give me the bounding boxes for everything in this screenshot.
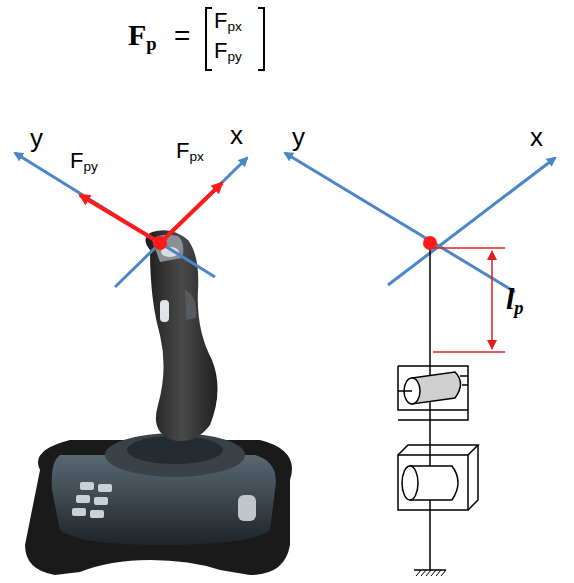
equals-sign: = — [174, 22, 190, 50]
axis-label: x — [230, 122, 243, 148]
matrix-entry: Fpy — [214, 40, 242, 64]
force-label: Fpy — [70, 150, 98, 174]
force-symbol: Fp — [128, 20, 157, 53]
force-label: Fpx — [176, 140, 204, 164]
matrix-entry: Fpx — [214, 10, 242, 34]
axis-label: y — [30, 125, 43, 151]
axis-label: y — [292, 124, 305, 150]
length-label: lp — [506, 284, 524, 317]
axis-label: x — [530, 124, 543, 150]
